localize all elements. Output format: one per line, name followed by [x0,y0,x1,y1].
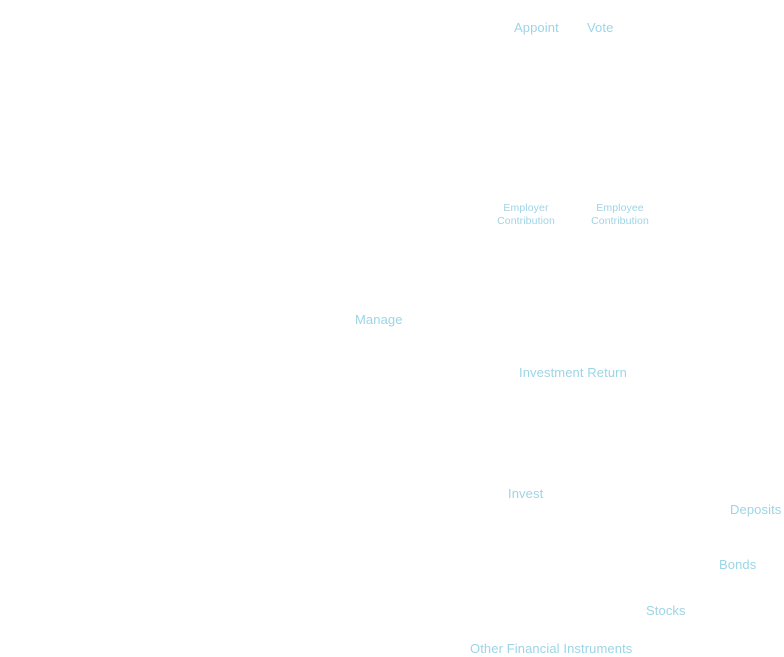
vote-label: Vote [587,20,614,35]
other-financial-instruments-label: Other Financial Instruments [470,641,633,656]
invest-label: Invest [508,486,544,501]
employee-contribution-label: Employee Contribution [591,202,649,227]
manage-label: Manage [355,312,403,327]
stocks-label: Stocks [646,603,686,618]
bonds-label: Bonds [719,557,757,572]
employer-contribution-label: Employer Contribution [497,202,555,227]
deposits-label: Deposits [730,502,782,517]
investment-return-label: Investment Return [519,365,627,380]
appoint-label: Appoint [514,20,559,35]
